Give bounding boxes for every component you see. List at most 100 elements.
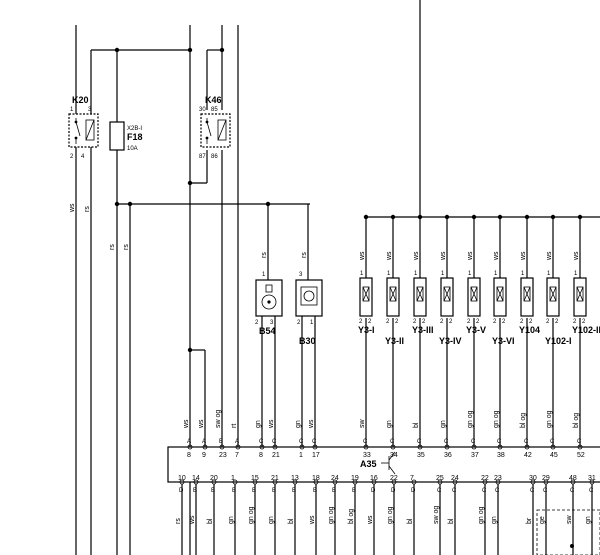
pin-letter: C xyxy=(259,439,264,445)
wire-color-label: bl xyxy=(448,518,455,524)
valve-pin: 2 xyxy=(449,319,453,325)
wire-color-label: ws xyxy=(198,419,205,429)
valve-label: Y3-IV xyxy=(439,336,462,346)
fuse-f18: X2B-I F18 10A xyxy=(109,121,143,152)
pin-number: 9 xyxy=(202,452,206,459)
fuse-label: F18 xyxy=(127,132,143,142)
connector-top-pin: gn og C 38 xyxy=(493,410,505,459)
connector-a35-label: A35 xyxy=(360,459,377,469)
valve-pin: 2 xyxy=(555,319,559,325)
pin-number: 8 xyxy=(187,452,191,459)
valve-label: Y3-VI xyxy=(492,336,515,346)
relay-pin: 87 xyxy=(199,154,206,160)
pin-number: 36 xyxy=(444,452,452,459)
wire-color-label: bl og xyxy=(573,413,580,428)
pin-letter: C xyxy=(497,439,502,445)
valve-pin: 2 xyxy=(386,319,390,325)
valve-pin: 1 xyxy=(360,271,364,277)
valve-pin: 1 xyxy=(494,271,498,277)
wire-color-label: ws xyxy=(183,419,190,429)
wire-color-label: ws xyxy=(359,251,366,261)
valve-pin: 1 xyxy=(387,271,391,277)
wire-color-label: gn xyxy=(228,516,235,524)
sensor-pin: 3 xyxy=(299,272,303,278)
junction-dot xyxy=(187,47,193,53)
pin-number: 1 xyxy=(231,475,235,482)
valve-label: Y102-II xyxy=(572,325,600,335)
wire-color-label: gn xyxy=(585,516,592,524)
pin-number: 22 xyxy=(481,475,489,482)
valve-pin: 2 xyxy=(546,319,550,325)
pin-letter: C xyxy=(312,439,317,445)
junction-dot xyxy=(219,47,225,53)
pin-letter: C xyxy=(363,439,368,445)
relay-pin: 4 xyxy=(81,154,85,160)
wire-color-label: br xyxy=(526,517,533,524)
sensor-b30: rs 3 2 1 B30 xyxy=(295,204,323,447)
wire-color-label: ws xyxy=(367,515,374,525)
relay-k20-label: K20 xyxy=(72,95,89,105)
pin-number: 48 xyxy=(569,475,577,482)
valve-pin: 2 xyxy=(476,319,480,325)
pin-letter: B xyxy=(292,488,296,494)
wire-color-label: gn xyxy=(295,420,302,428)
valve-pin: 2 xyxy=(467,319,471,325)
wire-color-label: gn xyxy=(255,420,262,428)
wire-color-label: ws xyxy=(386,251,393,261)
relay-pin: 1 xyxy=(70,107,74,113)
valve-label: Y3-V xyxy=(466,325,486,335)
wire-color-label: rs xyxy=(261,252,268,258)
relay-k20: K20 1 3 2 4 xyxy=(68,95,99,160)
junction-dot xyxy=(187,180,193,186)
wire-color-label: ws xyxy=(520,251,527,261)
wire-color-label: gn og xyxy=(467,410,474,428)
valve-pin: 1 xyxy=(574,271,578,277)
wire-color-label: gn og xyxy=(387,506,394,524)
pin-number: 38 xyxy=(497,452,505,459)
pin-number: 29 xyxy=(542,475,550,482)
valve-pin: 2 xyxy=(520,319,524,325)
wire-color-label: gn og xyxy=(328,506,335,524)
pin-number: 24 xyxy=(451,475,459,482)
wire-color-label: ws xyxy=(268,419,275,429)
wire-color-label: rs xyxy=(109,244,116,250)
wire-color-label: gn og xyxy=(493,410,500,428)
pin-number: 34 xyxy=(390,452,398,459)
wire-color-label: ws xyxy=(69,203,76,213)
junction-dot xyxy=(187,347,193,353)
wire-color-label: bl xyxy=(207,518,214,524)
wire-color-label: ws xyxy=(440,251,447,261)
pin-letter: B xyxy=(352,488,356,494)
pin-number: 42 xyxy=(524,452,532,459)
sensor-pin: 1 xyxy=(262,272,266,278)
wire-color-label: gn xyxy=(440,420,447,428)
pin-number: 20 xyxy=(210,475,218,482)
wire-color-label: gn og xyxy=(248,506,255,524)
junction-dot xyxy=(114,201,120,207)
pin-letter: C xyxy=(444,439,449,445)
